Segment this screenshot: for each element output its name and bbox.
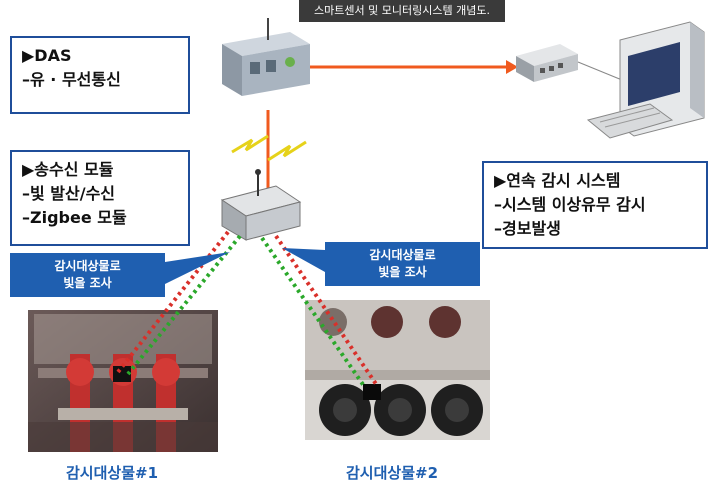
monitoring-pc [586,21,705,139]
callout-right-pointer [282,248,325,272]
monitoring-line-1: –시스템 이상유무 감시 [494,195,646,214]
laser-red-target-1 [116,230,230,374]
callout-left-pointer [165,252,230,284]
monitoring-line-2: –경보발생 [494,219,561,238]
transceiver-title: ▶송수신 모듈 [22,160,114,179]
callout-right: 감시대상물로 빛을 조사 [325,242,480,286]
callout-left: 감시대상물로 빛을 조사 [10,253,165,297]
callout-left-line-1: 감시대상물로 [54,259,121,273]
target-1-label: 감시대상물#1 [66,464,159,482]
busbar-illustration [28,310,218,452]
callout-right-line-2: 빛을 조사 [378,265,427,279]
das-line: –유 · 무선통신 [22,70,121,89]
switch-to-pc-cable [577,61,623,81]
target-2-label: 감시대상물#2 [346,464,439,482]
transceiver-box: ▶송수신 모듈 –빛 발산/수신 –Zigbee 모듈 [10,150,190,246]
monitoring-title: ▶연속 감시 시스템 [494,171,621,190]
laser-red-target-2 [274,234,378,386]
monitoring-box: ▶연속 감시 시스템 –시스템 이상유무 감시 –경보발생 [482,161,708,249]
das-device [222,18,310,96]
transceiver-line-1: –빛 발산/수신 [22,184,116,203]
bushing-illustration [305,300,490,440]
das-title: ▶DAS [22,46,72,65]
callout-left-line-2: 빛을 조사 [63,276,112,290]
wireless-bolt-right [267,140,307,162]
network-switch [516,44,578,82]
laser-green-target-2 [260,236,366,388]
target-2-photo [305,300,490,440]
laser-green-target-1 [126,234,242,376]
callout-right-line-1: 감시대상물로 [369,248,436,262]
wireless-bolt-left [231,134,269,154]
figure-caption: 스마트센서 및 모니터링시스템 개념도. [299,0,505,22]
transceiver-device [220,169,302,241]
das-to-pc-arrowhead [506,60,518,74]
das-box: ▶DAS –유 · 무선통신 [10,36,190,114]
transceiver-line-2: –Zigbee 모듈 [22,208,127,227]
target-1-photo [28,310,218,452]
